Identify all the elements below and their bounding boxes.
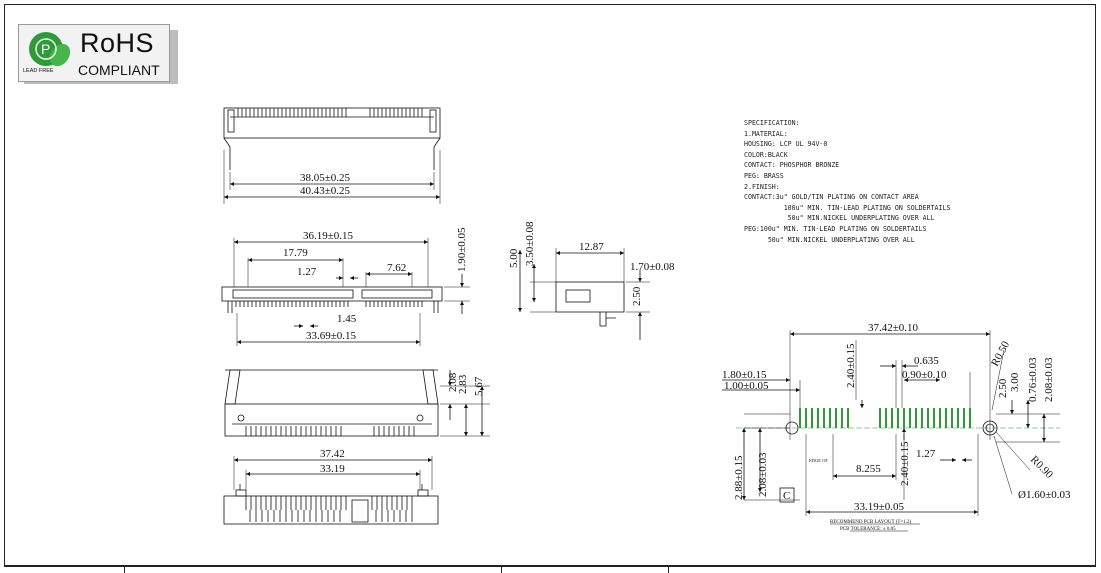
dim-label: 17.79 [283,247,308,259]
dim-label: 37.42±0.10 [868,322,919,334]
pcb-layout-note: RECOMMEND PCB LAYOUT (T=1.2) [830,520,912,525]
dim-label: 2.88±0.15 [733,455,745,500]
rohs-badge: P RoHS COMPLIANT LEAD FREE [18,24,178,84]
dim-label: R0.90 [1028,454,1056,482]
dim-label: 1.27 [916,448,936,460]
dim-label: 2.40±0.15 [845,343,857,388]
dim-label: 1.70±0.08 [630,261,675,273]
rohs-subtitle: COMPLIANT [78,62,160,78]
dim-label: 5.00 [508,248,520,268]
title-block-strip [4,566,1096,573]
dim-label: 3.00 [1009,372,1021,392]
bottom-view [223,456,439,525]
dim-label: 2.40±0.15 [899,441,911,486]
dim-label: 1.00±0.05 [724,380,769,392]
dim-label: 33.19±0.05 [854,501,905,513]
dim-label: 3.50±0.08 [524,221,536,266]
datum-c-box [779,487,795,503]
pcb-tolerance-note: PCB TOLERANCE: ± 0.05 [840,527,896,532]
datum-c-label: C [783,490,790,502]
dim-label: 0.76±0.03 [1027,357,1039,402]
side-view [518,248,650,340]
dim-label: 33.69±0.15 [306,330,357,342]
dim-label: 0.635 [914,355,939,367]
logo-mark: P [41,41,50,57]
lead-free-label: LEAD FREE [23,68,54,74]
dim-label: 40.43±0.25 [300,185,351,197]
dim-label: 1.80±0.15 [722,369,767,381]
rohs-title: RoHS [80,28,155,58]
rear-view [224,369,490,437]
dim-label: 2.83 [457,374,469,394]
drawing-frame [4,4,1096,566]
dim-label: 1.90±0.05 [456,227,468,272]
dim-label: 2.08±0.03 [1043,357,1055,402]
dim-label: 38.05±0.25 [300,172,351,184]
dim-label: 8.255 [856,463,881,475]
edge-of-label: EDGE OF [809,458,828,463]
dim-label: 7.62 [387,262,406,274]
dim-label: 0.90±0.10 [902,369,947,381]
dim-label: Ø1.60±0.03 [1018,489,1071,501]
dim-label: 2.50 [631,286,643,306]
pcb-layout-view [722,330,1060,532]
dim-label: 5.67 [473,376,485,396]
dim-label: 2.08 [447,372,459,392]
dim-label: R0.50 [989,339,1012,369]
dim-label: 33.19 [320,463,345,475]
dim-label: 12.87 [579,241,604,253]
dim-label: 36.19±0.15 [303,230,354,242]
dim-label: 2.50 [997,378,1009,398]
dim-label: 1.27 [297,266,317,278]
specification-notes: SPECIFICATION: 1.MATERIAL: HOUSING: LCP … [744,119,951,244]
front-view [221,238,470,346]
dim-label: 1.45 [337,313,357,325]
dim-label: 2.08±0.03 [757,452,769,497]
top-view [223,107,441,204]
lead-free-leaf-icon: P [29,32,71,67]
dim-label: 37.42 [320,448,345,460]
